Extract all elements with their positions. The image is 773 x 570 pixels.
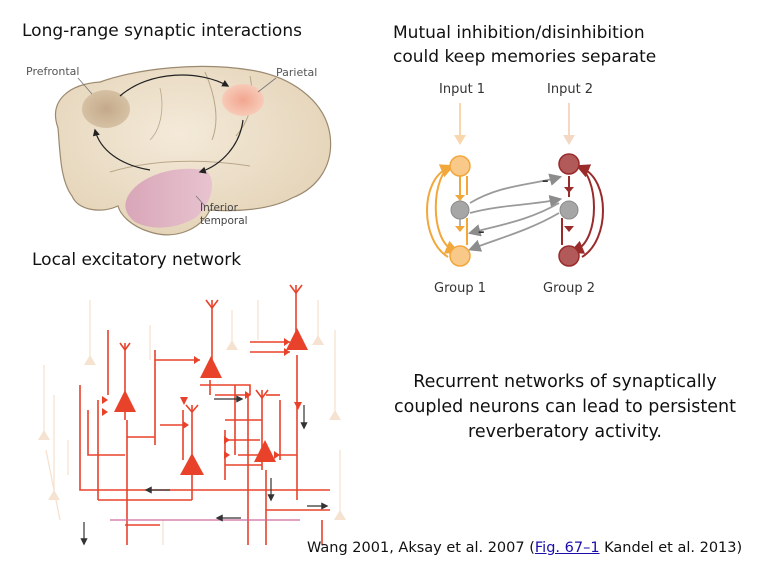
group2-bottom-neuron bbox=[558, 245, 580, 267]
label-prefrontal: Prefrontal bbox=[26, 65, 80, 78]
caption-line-1: Recurrent networks of synaptically bbox=[413, 372, 717, 392]
pyramidal-neuron bbox=[200, 356, 222, 378]
minus-sign-lower: – bbox=[478, 225, 485, 240]
group1-bottom-neuron bbox=[449, 245, 471, 267]
label-parietal: Parietal bbox=[276, 66, 318, 79]
prefrontal-region bbox=[82, 90, 130, 128]
arrow-parietal-to-temporal bbox=[198, 119, 244, 174]
synaptic-terminals bbox=[102, 338, 302, 459]
label-input-2: Input 2 bbox=[547, 82, 594, 97]
pyramidal-neuron bbox=[286, 328, 308, 350]
label-group-1: Group 1 bbox=[434, 281, 486, 296]
title-local-network: Local excitatory network bbox=[32, 250, 242, 270]
title-long-range: Long-range synaptic interactions bbox=[22, 21, 302, 41]
citation: Wang 2001, Aksay et al. 2007 (Fig. 67–1 … bbox=[307, 540, 742, 556]
group1-top-neuron bbox=[449, 155, 471, 177]
label-temporal: temporal bbox=[200, 215, 248, 227]
group1-inhibitory-neuron bbox=[450, 200, 470, 220]
group2-top-neuron bbox=[558, 153, 580, 175]
figure-link[interactable]: Fig. 67–1 bbox=[534, 540, 600, 556]
minus-sign-upper: – bbox=[542, 174, 549, 189]
citation-suffix: Kandel et al. 2013) bbox=[599, 540, 743, 556]
arrow-temporal-to-prefrontal bbox=[92, 128, 151, 171]
label-input-1: Input 1 bbox=[439, 82, 486, 97]
group2-inhibitory-neuron bbox=[559, 200, 579, 220]
parietal-region bbox=[222, 84, 264, 116]
pyramidal-somas bbox=[114, 328, 308, 475]
arrow-prefrontal-to-parietal bbox=[119, 74, 230, 97]
citation-prefix: Wang 2001, Aksay et al. 2007 ( bbox=[307, 540, 535, 556]
title-mutual-inhibition-line1: Mutual inhibition/disinhibition bbox=[393, 23, 645, 43]
inferior-temporal-region bbox=[125, 168, 213, 228]
title-mutual-inhibition-line2: could keep memories separate bbox=[393, 47, 657, 67]
network-wiring bbox=[79, 285, 330, 545]
caption-line-3: reverberatory activity. bbox=[468, 422, 662, 442]
pyramidal-neuron bbox=[254, 440, 276, 462]
pyramidal-neuron bbox=[180, 453, 204, 475]
caption: Recurrent networks of synaptically coupl… bbox=[375, 370, 755, 445]
label-group-2: Group 2 bbox=[543, 281, 595, 296]
pyramidal-neuron bbox=[114, 390, 136, 412]
background-somas bbox=[38, 335, 346, 520]
label-inferior: Inferior bbox=[200, 202, 238, 214]
caption-line-2: coupled neurons can lead to persistent bbox=[394, 397, 736, 417]
